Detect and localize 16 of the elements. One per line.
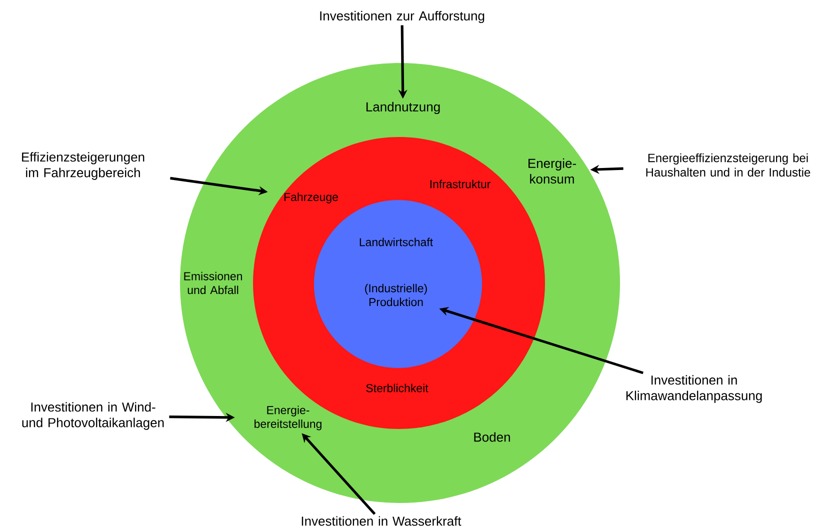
circle-label: Fahrzeuge bbox=[284, 192, 338, 204]
circle-label: Energie- konsum bbox=[528, 158, 576, 184]
circle-label: Sterblichkeit bbox=[366, 384, 428, 392]
annotation-text: Investitionen in Wasserkraft bbox=[302, 516, 462, 526]
annotation-text: Effizienzsteigerungen im Fahrzeugbereich bbox=[22, 152, 144, 180]
annotation-text: Investitionen in Klimawandelanpassung bbox=[626, 375, 762, 403]
circle-label: Infrastruktur bbox=[430, 180, 490, 188]
circle-label: (Industrielle) Produktion bbox=[365, 284, 427, 306]
circle-label: Energie- bereitstellung bbox=[254, 406, 322, 430]
circle-label: Landwirtschaft bbox=[360, 238, 433, 246]
circle-label: Boden bbox=[474, 432, 510, 442]
circle-label: Landnutzung bbox=[366, 102, 440, 114]
annotation-text: Energieeffizienzsteigerung bei Haushalten und in der Industie bbox=[646, 153, 810, 177]
circle-label: Emissionen und Abfall bbox=[184, 272, 242, 294]
annotation-text: Investitionen zur Aufforstung bbox=[320, 10, 484, 24]
annotation-text: Investitionen in Wind- und Photovoltaikanlagen bbox=[22, 402, 164, 430]
